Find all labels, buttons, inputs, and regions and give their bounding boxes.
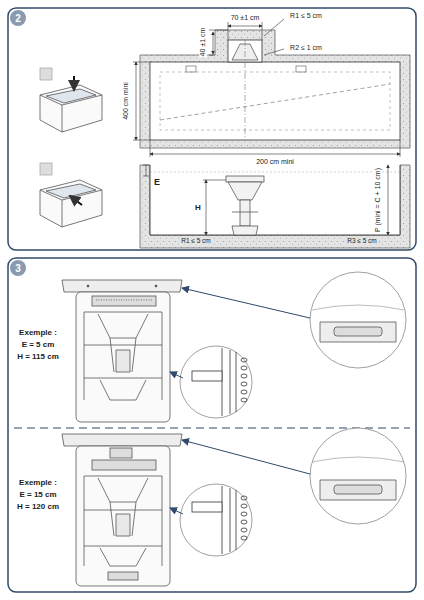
dimension: 70 ±1 cm bbox=[230, 14, 261, 22]
radius-label: R3 ≤ 5 cm bbox=[346, 237, 378, 244]
example-value: E = 5 cm bbox=[21, 341, 56, 350]
example-value: H = 115 cm bbox=[16, 353, 60, 362]
radius-label: R2 ≤ 1 cm bbox=[289, 44, 323, 52]
example-title: Exemple : bbox=[18, 329, 58, 338]
example-title: Exemple : bbox=[18, 479, 58, 488]
example-value: H = 120 cm bbox=[16, 503, 60, 512]
dimension: E bbox=[153, 178, 161, 188]
dimension: 400 cm mini bbox=[122, 81, 130, 121]
step-number: 2 bbox=[15, 13, 21, 24]
dimension: 40 ±1 cm bbox=[199, 27, 207, 58]
dimension: P (mini = C + 10 cm) bbox=[374, 167, 382, 233]
example-value: E = 15 cm bbox=[18, 491, 57, 500]
dimension: H bbox=[194, 204, 202, 213]
radius-label: R1 ≤ 5 cm bbox=[180, 237, 212, 244]
dimension: 200 cm mini bbox=[255, 158, 295, 166]
radius-label: R1 ≤ 5 cm bbox=[289, 12, 323, 20]
step-number: 3 bbox=[15, 263, 21, 274]
